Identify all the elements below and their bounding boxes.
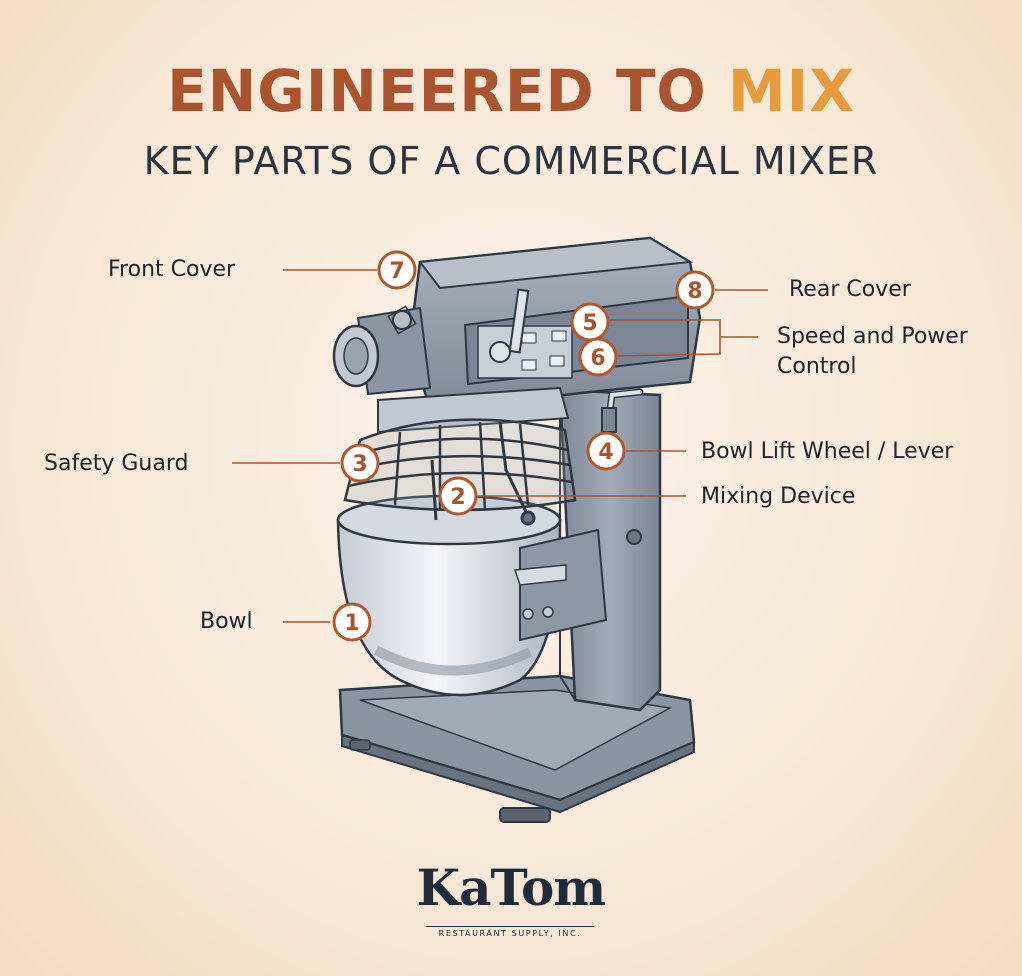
callout-number: 3: [352, 452, 367, 477]
callout-number: 6: [590, 346, 605, 371]
label-bowl: Bowl: [200, 609, 253, 634]
leader-lines: [232, 269, 768, 623]
callout-number: 1: [344, 611, 359, 636]
callout-marker-1: 1: [332, 602, 372, 642]
callout-marker-6: 6: [578, 337, 618, 377]
label-bowl-lift: Bowl Lift Wheel / Lever: [701, 439, 954, 464]
callout-marker-3: 3: [340, 443, 380, 483]
callout-marker-2: 2: [438, 476, 478, 516]
page-subtitle: KEY PARTS OF A COMMERCIAL MIXER: [143, 139, 879, 183]
mixing-device: [430, 421, 536, 526]
callout-markers: 1 2 3 4 5 6 7 8: [332, 250, 715, 642]
callout-circle: [675, 270, 715, 310]
mixer-column: [558, 388, 662, 712]
callout-number: 5: [582, 311, 597, 336]
katom-logo: KaTom: [416, 858, 607, 917]
callout-circle: [377, 250, 417, 290]
mixer-head: [332, 236, 702, 434]
callout-circle: [340, 443, 380, 483]
title-part-1: ENGINEERED TO: [167, 57, 707, 125]
mixer-base: [338, 674, 696, 823]
callout-circle: [438, 476, 478, 516]
callout-marker-7: 7: [377, 250, 417, 290]
callout-number: 4: [598, 440, 613, 465]
page-title: ENGINEERED TO MIX: [0, 56, 1022, 126]
label-speed-power-control: Speed and Power Control: [777, 324, 968, 379]
callout-marker-5: 5: [570, 302, 610, 342]
mixer-bowl: [336, 494, 608, 697]
logo-tagline: RESTAURANT SUPPLY, INC.: [426, 926, 594, 938]
callout-circle: [332, 602, 372, 642]
callout-number: 7: [389, 259, 404, 284]
label-mixing-device: Mixing Device: [701, 484, 856, 509]
callout-marker-8: 8: [675, 270, 715, 310]
safety-guard: [343, 418, 577, 512]
callout-number: 8: [687, 279, 702, 304]
title-part-2: MIX: [727, 57, 855, 125]
callout-circle: [578, 337, 618, 377]
label-rear-cover: Rear Cover: [789, 277, 911, 302]
bowl-lift-lever: [601, 388, 644, 433]
callout-number: 2: [450, 485, 465, 510]
callout-marker-4: 4: [586, 431, 626, 471]
label-front-cover: Front Cover: [108, 257, 236, 282]
callout-circle: [586, 431, 626, 471]
label-safety-guard: Safety Guard: [44, 451, 189, 476]
